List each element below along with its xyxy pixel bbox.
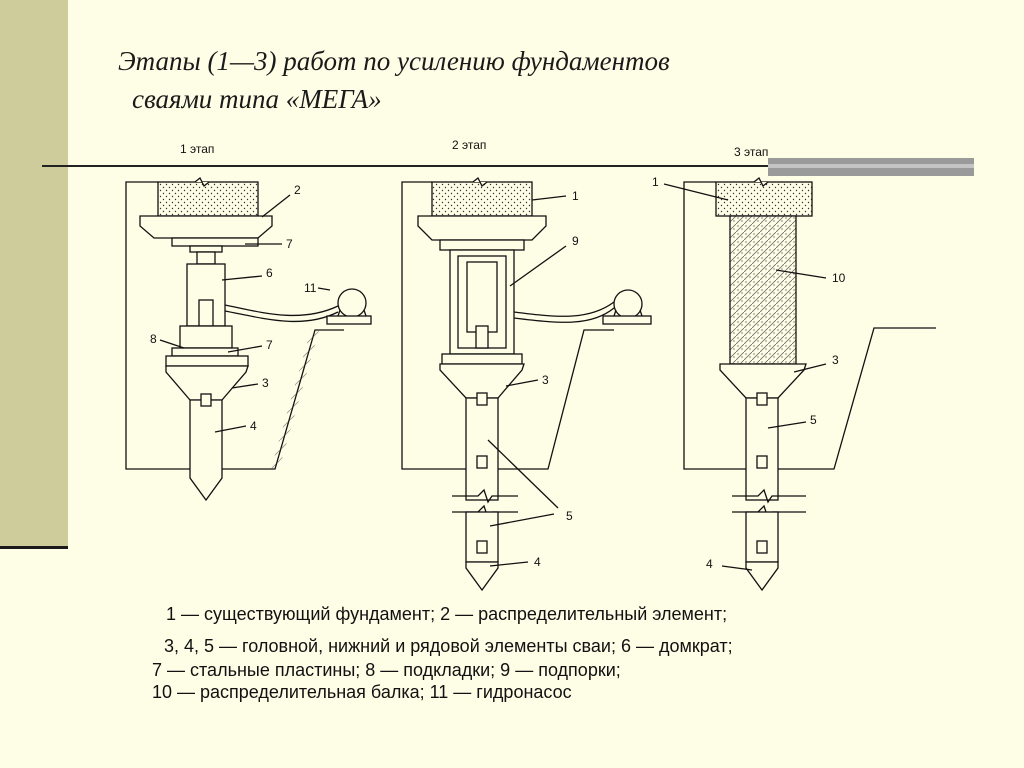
stage-2-foundation — [431, 181, 533, 217]
stage-1-hose — [224, 304, 339, 317]
stage-2-label: 2 этап — [452, 138, 486, 152]
stage-2-break-mark — [452, 488, 518, 504]
s2-callout-5: 5 — [566, 509, 573, 523]
stage-1-shims — [179, 325, 233, 349]
sidebar-divider — [0, 546, 68, 549]
stage-3-break-mark — [732, 488, 806, 504]
s1-callout-6: 6 — [266, 266, 273, 280]
legend-line-2: 3, 4, 5 — головной, нижний и рядовой эле… — [164, 636, 733, 656]
s3-callout-4: 4 — [706, 557, 713, 571]
legend-line-1: 1 — существующий фундамент; 2 — распреде… — [166, 604, 728, 624]
s2-callout-9: 9 — [572, 234, 579, 248]
s1-callout-2: 2 — [294, 183, 301, 197]
s1-callout-7b: 7 — [266, 338, 273, 352]
s1-callout-11: 11 — [304, 281, 317, 295]
slide-sidebar — [0, 0, 68, 546]
title-accent-stripe — [768, 164, 974, 168]
stage-1-jack-rod — [196, 251, 216, 265]
s1-callout-3: 3 — [262, 376, 269, 390]
title-line-1: Этапы (1—3) работ по усилению фундаменто… — [118, 46, 670, 76]
stage-3-foundation — [715, 181, 813, 217]
s2-callout-4: 4 — [534, 555, 541, 569]
stage-2-regular-element — [465, 397, 499, 501]
s3-callout-5: 5 — [810, 413, 817, 427]
title-rule — [42, 165, 972, 167]
s1-callout-8: 8 — [150, 332, 157, 346]
stage-3-regular-element — [745, 397, 779, 501]
stage-1-distribution-element — [139, 215, 273, 239]
s3-callout-10: 10 — [832, 271, 846, 285]
slide-title: Этапы (1—3) работ по усилению фундаменто… — [118, 42, 670, 118]
stage-2-distribution-element — [417, 215, 547, 241]
stage-1-label: 1 этап — [180, 142, 214, 156]
s1-callout-4: 4 — [250, 419, 257, 433]
s1-callout-7a: 7 — [286, 237, 293, 251]
stage-1-lower-element — [189, 399, 223, 502]
s3-callout-3: 3 — [832, 353, 839, 367]
stage-1-pump — [337, 288, 367, 318]
stage-1-foundation — [157, 181, 259, 217]
stage-3-drawing — [663, 176, 936, 592]
stage-2-hose — [513, 301, 615, 317]
legend-line-4: 10 — распределительная балка; 11 — гидро… — [152, 682, 572, 702]
stage-3-label: 3 этап — [734, 145, 768, 159]
stage-1-steel-plate-top — [171, 237, 259, 247]
s2-callout-1: 1 — [572, 189, 579, 203]
legend-line-3: 7 — стальные пластины; 8 — подкладки; 9 … — [152, 660, 621, 680]
s2-callout-3: 3 — [542, 373, 549, 387]
stage-2-lower-element — [465, 561, 499, 592]
stage-2-pump — [613, 289, 643, 319]
s3-callout-1: 1 — [652, 175, 659, 189]
stage-1-drawing — [125, 176, 372, 502]
title-line-2: сваями типа «МЕГА» — [132, 84, 382, 114]
stage-1-ground-slope — [271, 328, 319, 471]
stage-3-lower-element — [745, 561, 779, 592]
stage-3-distribution-beam — [729, 215, 797, 365]
stage-2-drawing — [401, 176, 652, 592]
